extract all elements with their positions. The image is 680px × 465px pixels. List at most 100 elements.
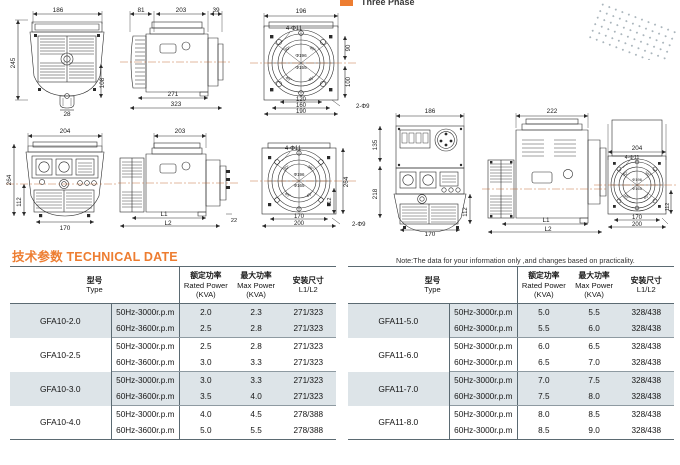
cell-rated-power: 5.0 (517, 303, 570, 321)
col-header-max-cn: 最大功率 (578, 271, 610, 280)
cell-max-power: 4.0 (231, 388, 281, 406)
col-header-max-unit: (KVA) (584, 289, 604, 299)
col-header-max-cn: 最大功率 (240, 271, 272, 280)
drawing-gfa11-front-view: 186 135 218 112 170 (372, 108, 472, 236)
cell-max-power: 8.0 (569, 388, 619, 406)
svg-text:4-Φ11: 4-Φ11 (625, 155, 640, 161)
cell-rated-power: 5.0 (200, 426, 212, 436)
cell-frequency: 60Hz-3000r.p.m (449, 354, 519, 372)
cell-install-dim: 328/438 (631, 426, 662, 436)
svg-text:170: 170 (60, 225, 71, 232)
spec-table-gfa11-body: 型号 Type 额定功率 Rated Power (KVA) 最大功率 Max … (348, 266, 674, 440)
svg-text:200: 200 (632, 222, 643, 228)
spec-table-gfa10-body: 型号 Type 额定功率 Rated Power (KVA) 最大功率 Max … (10, 266, 336, 440)
cell-rated-power: 3.0 (179, 354, 232, 372)
cell-frequency: 50Hz-3000r.p.m (111, 337, 181, 355)
col-header-install-dim: 安装尺寸 L1/L2 (280, 267, 336, 304)
svg-text:170: 170 (294, 214, 305, 220)
svg-text:264: 264 (343, 176, 350, 187)
col-header-max-unit: (KVA) (246, 289, 266, 299)
col-header-type: 型号 Type (348, 267, 518, 304)
col-header-max-power: 最大功率 Max Power (KVA) (231, 267, 281, 304)
svg-text:30°: 30° (283, 45, 291, 53)
drawing-gfa10-side-view: 81 203 39 271 323 (120, 7, 230, 110)
cell-model: GFA10-2.5 (10, 337, 112, 372)
drawing-gfa10-flange-view: 196 4-Φ11 90 100 120 160 190 2-Φ9 Φ196 Φ… (250, 8, 370, 116)
svg-text:30°: 30° (644, 171, 651, 178)
cell-max-power: 6.5 (588, 341, 600, 351)
cell-frequency: 60Hz-3600r.p.m (111, 354, 181, 372)
cell-rated-power: 8.0 (538, 409, 550, 419)
cell-frequency: 60Hz-3600r.p.m (111, 422, 181, 440)
orange-square-marker-icon (340, 0, 353, 6)
svg-text:135: 135 (372, 139, 379, 150)
svg-text:196: 196 (296, 8, 307, 15)
svg-text:271: 271 (168, 91, 179, 98)
svg-text:30°: 30° (622, 171, 629, 178)
col-header-type-en: Type (86, 285, 103, 295)
svg-text:200: 200 (294, 221, 305, 227)
cell-install-dim: 271/323 (280, 354, 336, 372)
svg-text:40°: 40° (309, 45, 317, 53)
svg-text:45°: 45° (643, 194, 650, 201)
svg-text:39: 39 (212, 7, 220, 14)
spec-table-gfa10: 型号 Type 额定功率 Rated Power (KVA) 最大功率 Max … (10, 266, 336, 440)
svg-text:Φ196: Φ196 (295, 53, 307, 58)
svg-text:160: 160 (296, 103, 307, 109)
cell-install-dim: 271/323 (293, 341, 324, 351)
cell-frequency: 50Hz-3000r.p.m (449, 303, 519, 321)
cell-model: GFA11-7.0 (348, 371, 450, 406)
cell-max-power: 7.0 (569, 354, 619, 372)
col-header-max-en: Max Power (575, 280, 614, 290)
cell-max-power: 7.5 (569, 371, 619, 389)
svg-text:186: 186 (53, 7, 64, 14)
cell-frequency: 60Hz-3000r.p.m (449, 320, 519, 338)
cell-rated-power: 2.5 (179, 320, 232, 338)
svg-text:190: 190 (296, 109, 307, 115)
drawing-gfa10-front-view: 186 245 108 28 (10, 7, 106, 118)
cell-install-dim: 328/438 (618, 303, 674, 321)
drawings-panel: 186 245 108 28 (6, 7, 678, 236)
svg-text:Φ196: Φ196 (632, 177, 643, 182)
cell-frequency: 50Hz-3000r.p.m (449, 337, 519, 355)
cell-max-power: 2.3 (231, 303, 281, 321)
cell-frequency: 60Hz-3600r.p.m (111, 388, 181, 406)
svg-text:45°: 45° (307, 75, 315, 83)
cell-frequency: 50Hz-3000r.p.m (111, 303, 181, 321)
svg-text:170: 170 (425, 231, 436, 236)
cell-install-dim: 328/438 (618, 320, 674, 338)
col-header-dim-en: L1/L2 (636, 285, 656, 295)
cell-model: GFA10-2.0 (10, 303, 112, 338)
page-header-label: Three Phase (361, 0, 415, 7)
cell-max-power: 2.8 (250, 341, 262, 351)
cell-rated-power: 6.0 (538, 341, 550, 351)
col-header-rated-unit: (KVA) (195, 289, 216, 299)
svg-text:264: 264 (6, 174, 13, 185)
svg-text:28: 28 (63, 111, 71, 118)
cell-install-dim: 328/438 (618, 354, 674, 372)
cell-install-dim: 328/438 (631, 409, 662, 419)
col-header-dim-en: L1/L2 (298, 285, 318, 295)
drawing-gfa10b-front-view: 204 264 112 170 (6, 128, 116, 232)
cell-frequency: 50Hz-3000r.p.m (449, 371, 519, 389)
svg-text:108: 108 (99, 77, 106, 88)
drawing-gfa10b-flange-view: 4-Φ11 264 112 170 200 2-Φ9 Φ196 Φ165 30°… (250, 142, 366, 228)
cell-install-dim: 278/388 (293, 409, 324, 419)
svg-text:L1: L1 (160, 211, 168, 218)
svg-text:Φ165: Φ165 (294, 183, 305, 188)
cell-model: GFA11-6.0 (348, 337, 450, 372)
svg-text:90: 90 (346, 44, 352, 51)
svg-text:30°: 30° (307, 164, 315, 172)
cell-rated-power: 7.0 (517, 371, 570, 389)
svg-text:203: 203 (175, 128, 186, 135)
cell-rated-power: 3.0 (179, 371, 232, 389)
